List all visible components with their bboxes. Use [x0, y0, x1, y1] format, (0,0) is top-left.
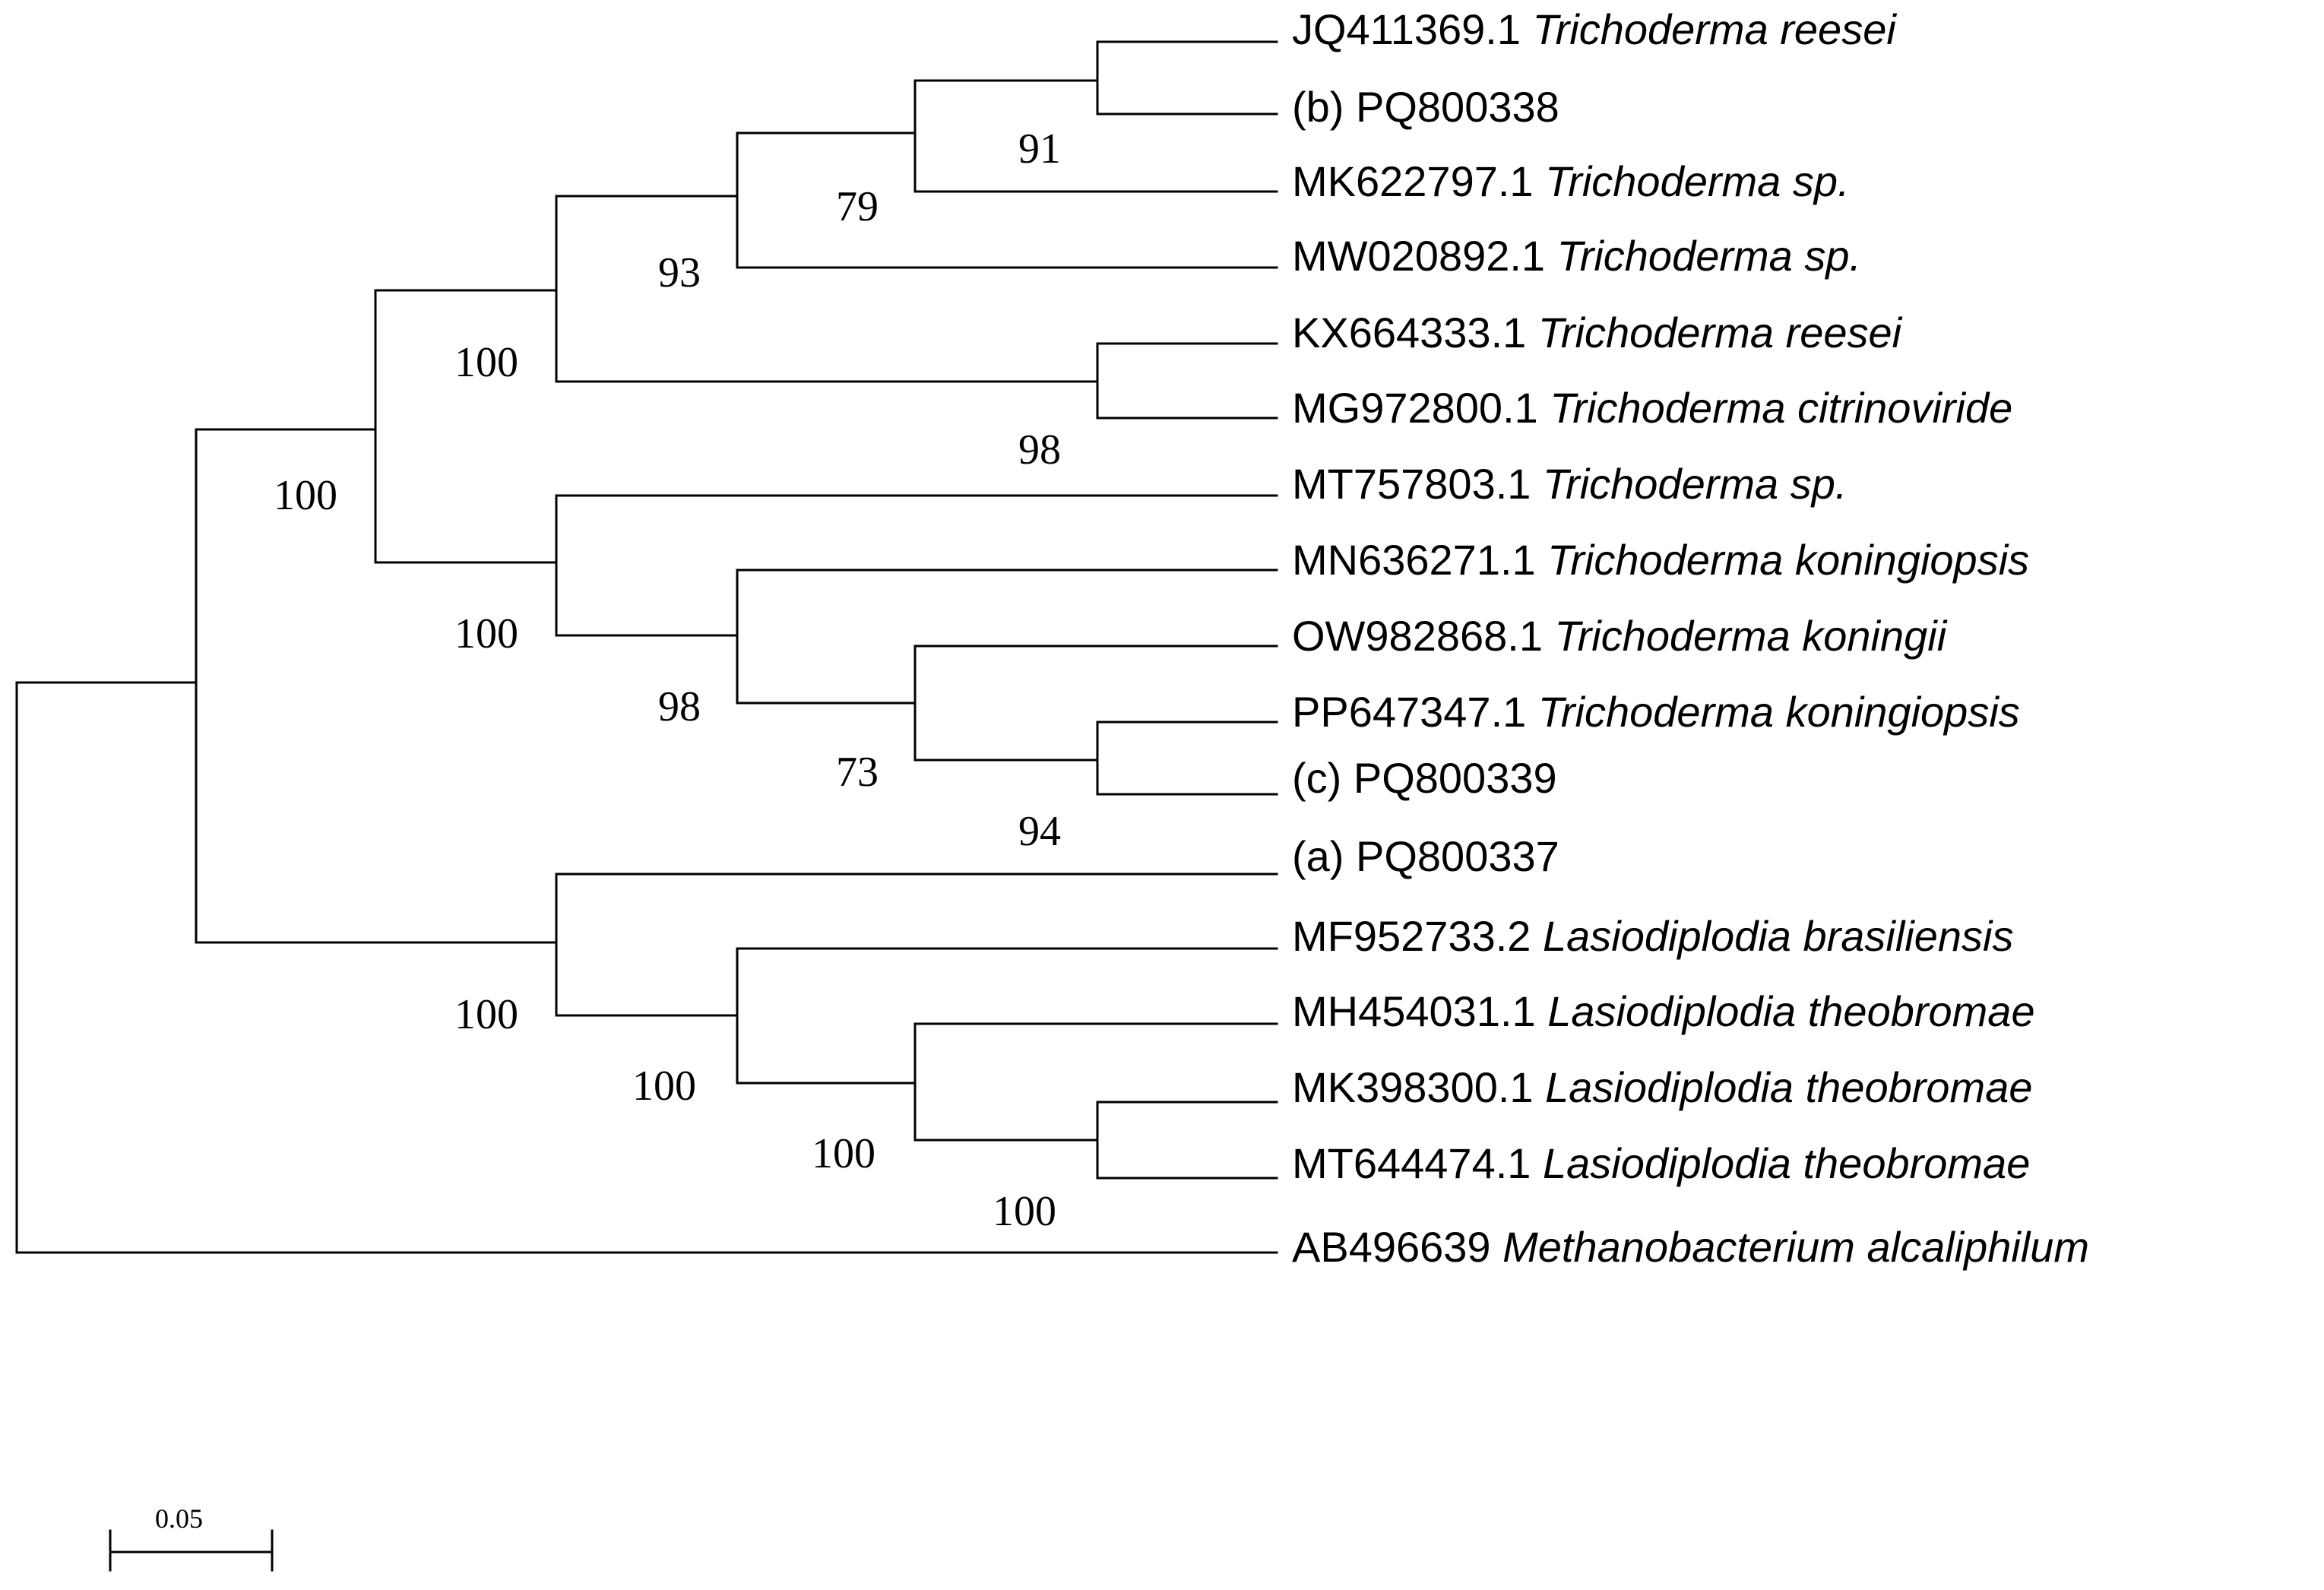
bootstrap-koningii-group: 73 [836, 749, 879, 796]
bootstrap-lower-trichoderma: 100 [454, 610, 518, 657]
taxon-label-pq800337: (a) PQ800337 [1292, 832, 1559, 880]
bootstrap-all-trichoderma: 100 [274, 472, 337, 519]
taxon-label-pq800339: (c) PQ800339 [1292, 754, 1557, 802]
taxon-label-pp647347: PP647347.1 Trichoderma koningiopsis [1292, 688, 2020, 736]
taxon-label-mk622797: MK622797.1 Trichoderma sp. [1292, 157, 1850, 205]
taxon-label-mt757803: MT757803.1 Trichoderma sp. [1292, 460, 1847, 508]
taxon-label-mn636271: MN636271.1 Trichoderma koningiopsis [1292, 536, 2029, 584]
taxon-label-ow982868: OW982868.1 Trichoderma koningii [1292, 612, 1948, 660]
taxon-label-jq411369: JQ411369.1 Trichoderma reesei [1292, 5, 1897, 53]
bootstrap-theobromae-group: 100 [812, 1130, 875, 1177]
taxon-label-pq800338: (b) PQ800338 [1292, 83, 1559, 131]
bootstrap-pp647347-pq800339: 94 [1018, 808, 1061, 855]
bootstrap-lasiodiplodia-all: 100 [454, 991, 518, 1038]
bootstrap-reesei-pq800338: 91 [1018, 125, 1061, 173]
bootstrap-with-mk622797: 79 [836, 183, 879, 230]
taxon-label-mw020892: MW020892.1 Trichoderma sp. [1292, 232, 1861, 280]
bootstrap-mk398300-mt644474: 100 [993, 1188, 1056, 1235]
bootstrap-with-mw020892: 93 [658, 249, 701, 296]
bootstrap-values: 91 79 93 98 100 100 100 98 73 94 100 100… [274, 125, 1061, 1235]
taxon-label-mf952733: MF952733.2 Lasiodiplodia brasiliensis [1292, 912, 2013, 960]
bootstrap-upper-trichoderma: 100 [454, 339, 518, 386]
taxon-label-mt644474: MT644474.1 Lasiodiplodia theobromae [1292, 1139, 2030, 1187]
taxon-label-mh454031: MH454031.1 Lasiodiplodia theobromae [1292, 987, 2035, 1035]
taxon-label-ab496639: AB496639 Methanobacterium alcaliphilum [1292, 1223, 2089, 1271]
scale-bar: 0.05 [109, 1503, 274, 1572]
bootstrap-kx-mg-pair: 98 [1018, 426, 1061, 474]
taxon-labels: JQ411369.1 Trichoderma reesei (b) PQ8003… [1292, 5, 2089, 1271]
bootstrap-lasiodiplodia-core: 100 [632, 1063, 696, 1110]
scale-bar-label: 0.05 [155, 1503, 203, 1534]
taxon-label-mk398300: MK398300.1 Lasiodiplodia theobromae [1292, 1063, 2033, 1111]
taxon-label-kx664333: KX664333.1 Trichoderma reesei [1292, 309, 1903, 356]
bootstrap-koningiopsis-group: 98 [658, 683, 701, 730]
tree-branches [15, 40, 1278, 1254]
taxon-label-mg972800: MG972800.1 Trichoderma citrinoviride [1292, 384, 2012, 432]
